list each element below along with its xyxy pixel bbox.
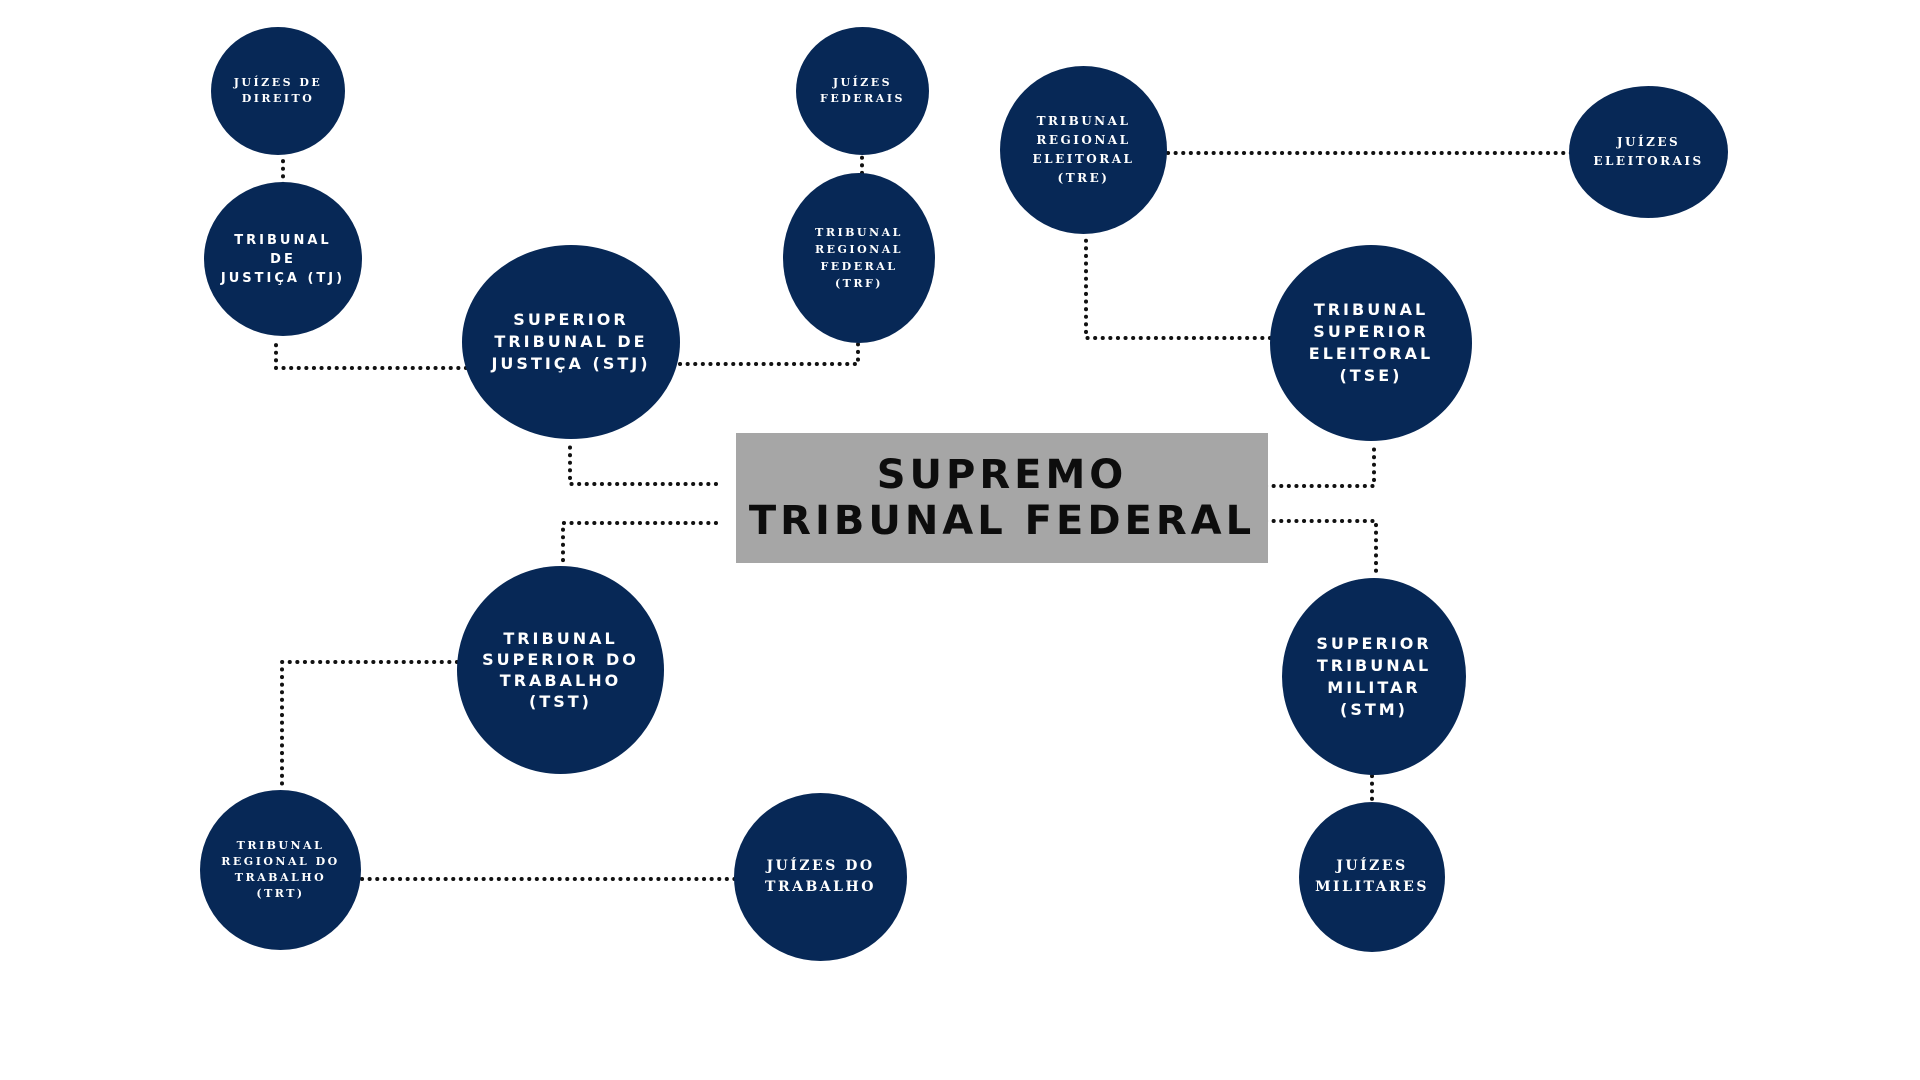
connector-tst-trt <box>280 660 459 792</box>
node-juizes-trabalho: JUÍZES DO TRABALHO <box>734 793 907 961</box>
node-tj: TRIBUNAL DE JUSTIÇA (TJ) <box>204 182 362 336</box>
node-tj-label: TRIBUNAL DE JUSTIÇA (TJ) <box>220 232 346 286</box>
node-juizes-federais-label: JUÍZES FEDERAIS <box>820 76 905 105</box>
node-tse: TRIBUNAL SUPERIOR ELEITORAL (TSE) <box>1270 245 1472 441</box>
node-juizes-trabalho-label: JUÍZES DO TRABALHO <box>765 858 876 895</box>
center-label: SUPREMO TRIBUNAL FEDERAL <box>748 452 1256 544</box>
node-trf: TRIBUNAL REGIONAL FEDERAL (TRF) <box>783 173 935 343</box>
node-juizes-militares-label: JUÍZES MILITARES <box>1315 858 1429 895</box>
connector-stf-stj <box>568 438 718 486</box>
node-juizes-federais: JUÍZES FEDERAIS <box>796 27 929 155</box>
node-stm-label: SUPERIOR TRIBUNAL MILITAR (STM) <box>1316 633 1432 719</box>
node-tse-label: TRIBUNAL SUPERIOR ELEITORAL (TSE) <box>1308 300 1434 385</box>
node-juizes-eleitorais-label: JUÍZES ELEITORAIS <box>1593 135 1704 168</box>
connector-stj-tj <box>274 336 468 370</box>
node-stj: SUPERIOR TRIBUNAL DE JUSTIÇA (STJ) <box>462 245 680 439</box>
node-stm: SUPERIOR TRIBUNAL MILITAR (STM) <box>1282 578 1466 775</box>
node-tst: TRIBUNAL SUPERIOR DO TRABALHO (TST) <box>457 566 664 774</box>
connector-tse-tre <box>1084 233 1272 340</box>
node-juizes-direito: JUÍZES DE DIREITO <box>211 27 345 155</box>
connector-stf-tse <box>1264 443 1376 488</box>
node-juizes-eleitorais: JUÍZES ELEITORAIS <box>1569 86 1728 218</box>
connector-stf-tst <box>561 521 718 567</box>
node-tre-label: TRIBUNAL REGIONAL ELEITORAL (TRE) <box>1032 114 1135 185</box>
node-juizes-direito-label: JUÍZES DE DIREITO <box>233 76 323 105</box>
node-trf-label: TRIBUNAL REGIONAL FEDERAL (TRF) <box>815 226 903 290</box>
connector-stf-stm <box>1264 519 1378 579</box>
node-juizes-militares: JUÍZES MILITARES <box>1299 802 1445 952</box>
node-trt: TRIBUNAL REGIONAL DO TRABALHO (TRT) <box>200 790 361 950</box>
connector-stj-trf <box>678 342 860 366</box>
node-tre: TRIBUNAL REGIONAL ELEITORAL (TRE) <box>1000 66 1167 234</box>
supremo-tribunal-federal-box: SUPREMO TRIBUNAL FEDERAL <box>736 433 1268 563</box>
node-stj-label: SUPERIOR TRIBUNAL DE JUSTIÇA (STJ) <box>491 310 651 373</box>
node-tst-label: TRIBUNAL SUPERIOR DO TRABALHO (TST) <box>482 629 639 711</box>
node-trt-label: TRIBUNAL REGIONAL DO TRABALHO (TRT) <box>221 839 340 900</box>
